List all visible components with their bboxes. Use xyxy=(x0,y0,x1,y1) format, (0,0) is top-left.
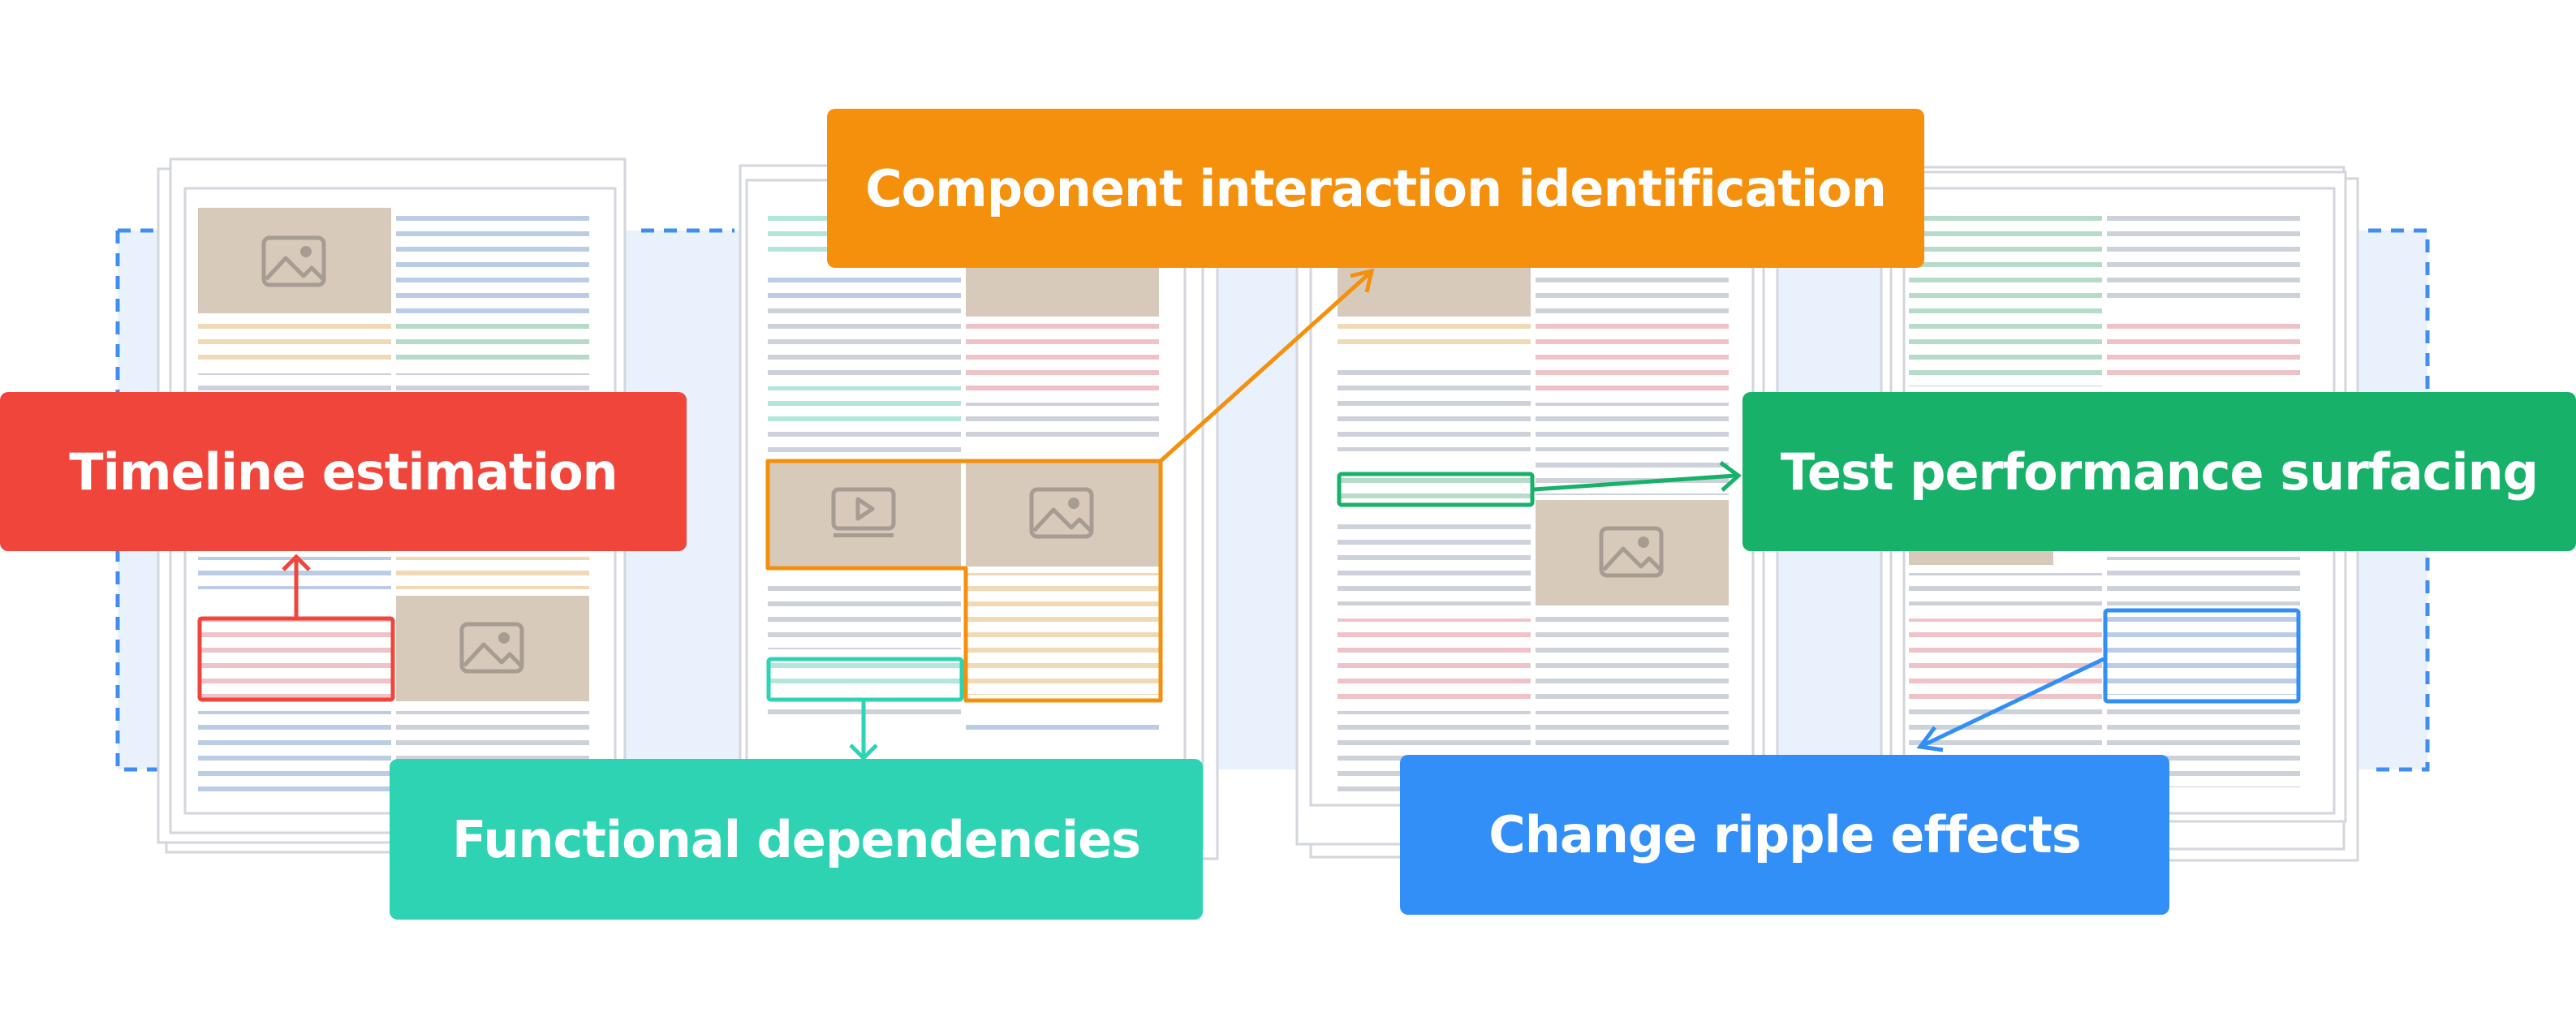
label-test-performance-surfacing: Test performance surfacing xyxy=(1742,392,2576,551)
document-page-3 xyxy=(1295,161,1779,859)
label-component-interaction-identification: Component interaction identification xyxy=(827,109,1924,268)
document-page-2 xyxy=(739,164,1219,860)
label-change-ripple-effects: Change ripple effects xyxy=(1400,755,2169,915)
image-block xyxy=(198,208,391,313)
label-timeline-estimation: Timeline estimation xyxy=(0,392,687,551)
highlight-box-teal xyxy=(766,657,964,702)
image-block xyxy=(966,461,1159,567)
image-block xyxy=(966,265,1159,317)
arrow-icon xyxy=(1922,657,2105,748)
image-block xyxy=(396,596,589,701)
arrow-icon xyxy=(1159,273,1370,463)
dashed-border-left xyxy=(115,228,191,772)
highlight-box-green xyxy=(1337,472,1535,507)
image-block xyxy=(1536,500,1729,606)
highlight-box-red xyxy=(197,616,395,702)
highlight-box-blue xyxy=(2103,608,2301,704)
image-block xyxy=(1909,549,2053,565)
label-functional-dependencies: Functional dependencies xyxy=(390,759,1203,920)
arrow-icon xyxy=(1533,473,1736,492)
